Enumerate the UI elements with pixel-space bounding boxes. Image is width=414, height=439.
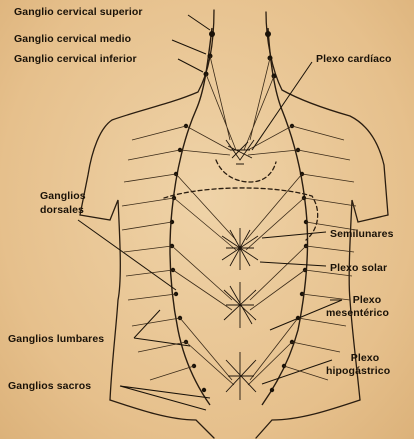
plexus-clusters <box>222 140 258 400</box>
label-plexo-mesenterico-line2: mesentérico <box>326 307 389 319</box>
label-ganglio-cervical-medio: Ganglio cervical medio <box>14 33 131 45</box>
label-ganglios-lumbares: Ganglios lumbares <box>8 333 104 345</box>
cardiac-plexus-mesh <box>226 140 254 164</box>
hypogastric-plexus-mesh <box>226 352 256 400</box>
pelvis <box>110 400 360 438</box>
label-plexo-hipogastrico-line2: hipogástrico <box>326 365 390 377</box>
solar-plexus-mesh <box>222 228 258 270</box>
left-arm <box>80 200 120 400</box>
label-ganglios-dorsales-line2: dorsales <box>40 204 84 216</box>
label-plexo-mesenterico-line1: Plexo <box>332 294 402 306</box>
leader-lines <box>78 15 342 410</box>
pericardium-dashed <box>216 160 276 182</box>
label-plexo-cardiaco: Plexo cardíaco <box>316 53 392 65</box>
mesenteric-plexus-mesh <box>224 282 256 328</box>
label-ganglios-sacros: Ganglios sacros <box>8 380 91 392</box>
label-ganglio-cervical-superior: Ganglio cervical superior <box>14 6 143 18</box>
label-ganglios-dorsales-line1: Ganglios <box>40 190 86 202</box>
label-semilunares: Semilunares <box>330 228 394 240</box>
label-plexo-solar: Plexo solar <box>330 262 387 274</box>
diaphragm-dashed <box>164 188 318 240</box>
label-ganglio-cervical-inferior: Ganglio cervical inferior <box>14 53 137 65</box>
right-sympathetic-trunk <box>262 28 308 405</box>
label-plexo-hipogastrico-line1: Plexo <box>330 352 400 364</box>
nerve-rami <box>122 56 356 385</box>
